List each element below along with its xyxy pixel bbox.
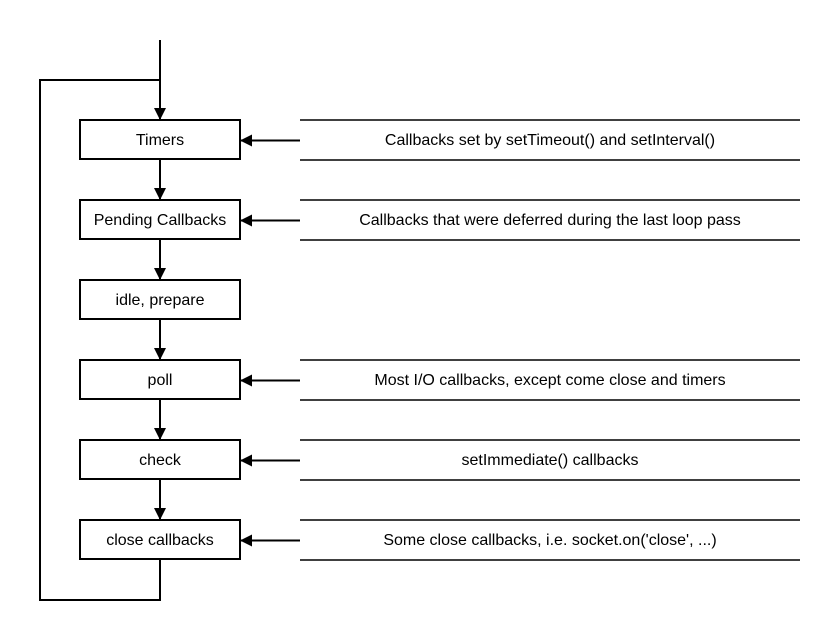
phase-label: Pending Callbacks [94,212,227,229]
phase-check: check setImmediate() callbacks [79,439,800,520]
phase-box [79,519,241,560]
phase-idle-prepare: idle, prepare [79,279,241,360]
phase-label: check [139,452,182,469]
phase-note: Most I/O callbacks, except come close an… [374,372,725,389]
phase-close-callbacks: close callbacks Some close callbacks, i.e… [79,519,800,561]
phase-note: Some close callbacks, i.e. socket.on('cl… [383,532,716,549]
phase-label: idle, prepare [116,292,205,309]
phase-label: Timers [136,132,184,149]
phase-label: close callbacks [106,532,214,549]
phase-note: Callbacks set by setTimeout() and setInt… [385,132,715,149]
phase-timers: Timers Callbacks set by setTimeout() and … [79,119,800,200]
phase-note: Callbacks that were deferred during the … [359,212,741,229]
phases-group: Timers Callbacks set by setTimeout() and … [79,119,800,561]
phase-box [79,359,241,400]
phase-pending-callbacks: Pending Callbacks Callbacks that were def… [79,199,800,280]
loop-back-line [39,79,161,601]
phase-poll: poll Most I/O callbacks, except come clos… [79,359,800,440]
phase-note: setImmediate() callbacks [462,452,639,469]
phase-label: poll [148,372,173,389]
